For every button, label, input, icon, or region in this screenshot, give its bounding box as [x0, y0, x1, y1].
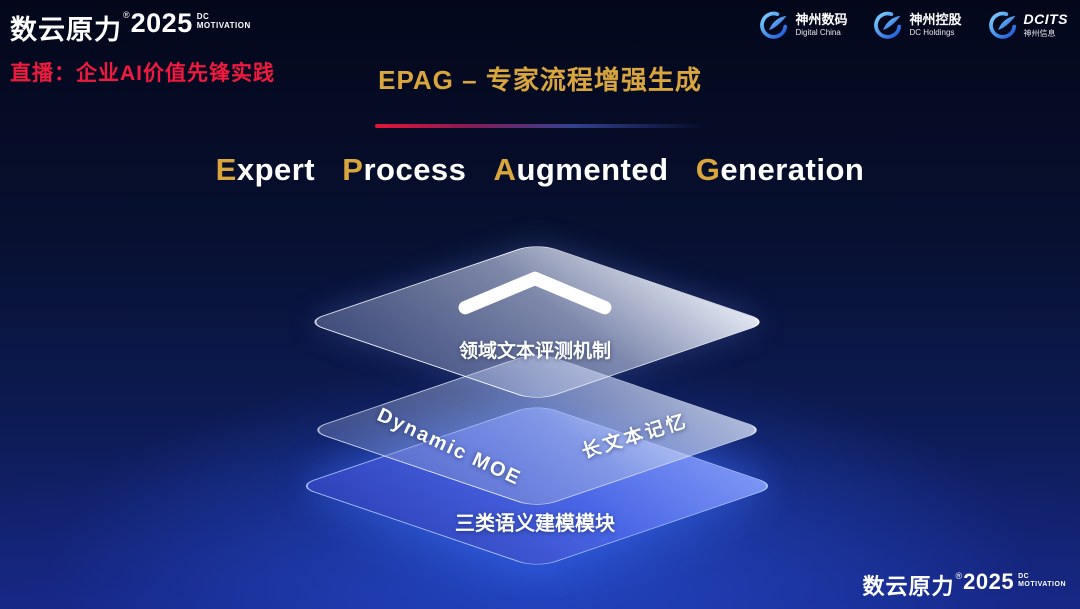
brand-tagline-line2: MOTIVATION: [1018, 581, 1066, 589]
event-brand-logo-footer: 数云原力®2025 DC MOTIVATION: [862, 569, 1066, 601]
partner-digital-china: 神州数码 Digital China: [759, 10, 847, 40]
partner-logos: 神州数码 Digital China 神州控股 DC Holdings DCIT…: [759, 10, 1068, 40]
chevron-up-icon: [457, 268, 613, 323]
subtitle-word: Process: [342, 152, 467, 187]
brand-tagline-line1: DC: [1018, 573, 1030, 580]
dc-holdings-logo-icon: [874, 11, 902, 39]
brand-year: 2025: [130, 8, 193, 38]
subtitle-word: Expert: [215, 152, 316, 187]
brand-year: 2025: [963, 569, 1015, 594]
brand-tagline: DC MOTIVATION: [197, 12, 251, 30]
top-layer-label: 领域文本评测机制: [458, 341, 611, 362]
event-brand-logo: 数云原力®2025 DC MOTIVATION: [10, 8, 251, 47]
partner-text: 神州数码 Digital China: [795, 11, 848, 38]
partner-dcits: DCITS 神州信息: [988, 10, 1069, 40]
brand-name: 数云原力: [862, 574, 955, 599]
dcits-logo-icon: [988, 11, 1016, 39]
brand-tagline-line1: DC: [196, 12, 210, 21]
live-stream-label: 直播：企业AI价值先锋实践: [10, 62, 275, 85]
brand-registered-mark: ®: [123, 10, 130, 20]
page-title: EPAG – 专家流程增强生成: [378, 65, 702, 95]
partner-text: 神州控股 DC Holdings: [909, 11, 962, 38]
partner-dc-holdings: 神州控股 DC Holdings: [873, 10, 962, 40]
bottom-layer-label: 三类语义建模模块: [455, 513, 615, 535]
partner-text: DCITS 神州信息: [1023, 11, 1068, 38]
english-subtitle: Expert Process Augmented Generation: [0, 152, 1080, 188]
brand-registered-mark: ®: [955, 571, 963, 581]
digital-china-logo-icon: [760, 11, 788, 39]
brand-tagline-line2: MOTIVATION: [196, 21, 251, 31]
title-divider: [375, 124, 705, 128]
brand-name: 数云原力: [10, 15, 122, 45]
brand-tagline: DC MOTIVATION: [1018, 573, 1066, 589]
subtitle-word: Augmented: [493, 152, 669, 187]
subtitle-word: Generation: [695, 152, 865, 187]
